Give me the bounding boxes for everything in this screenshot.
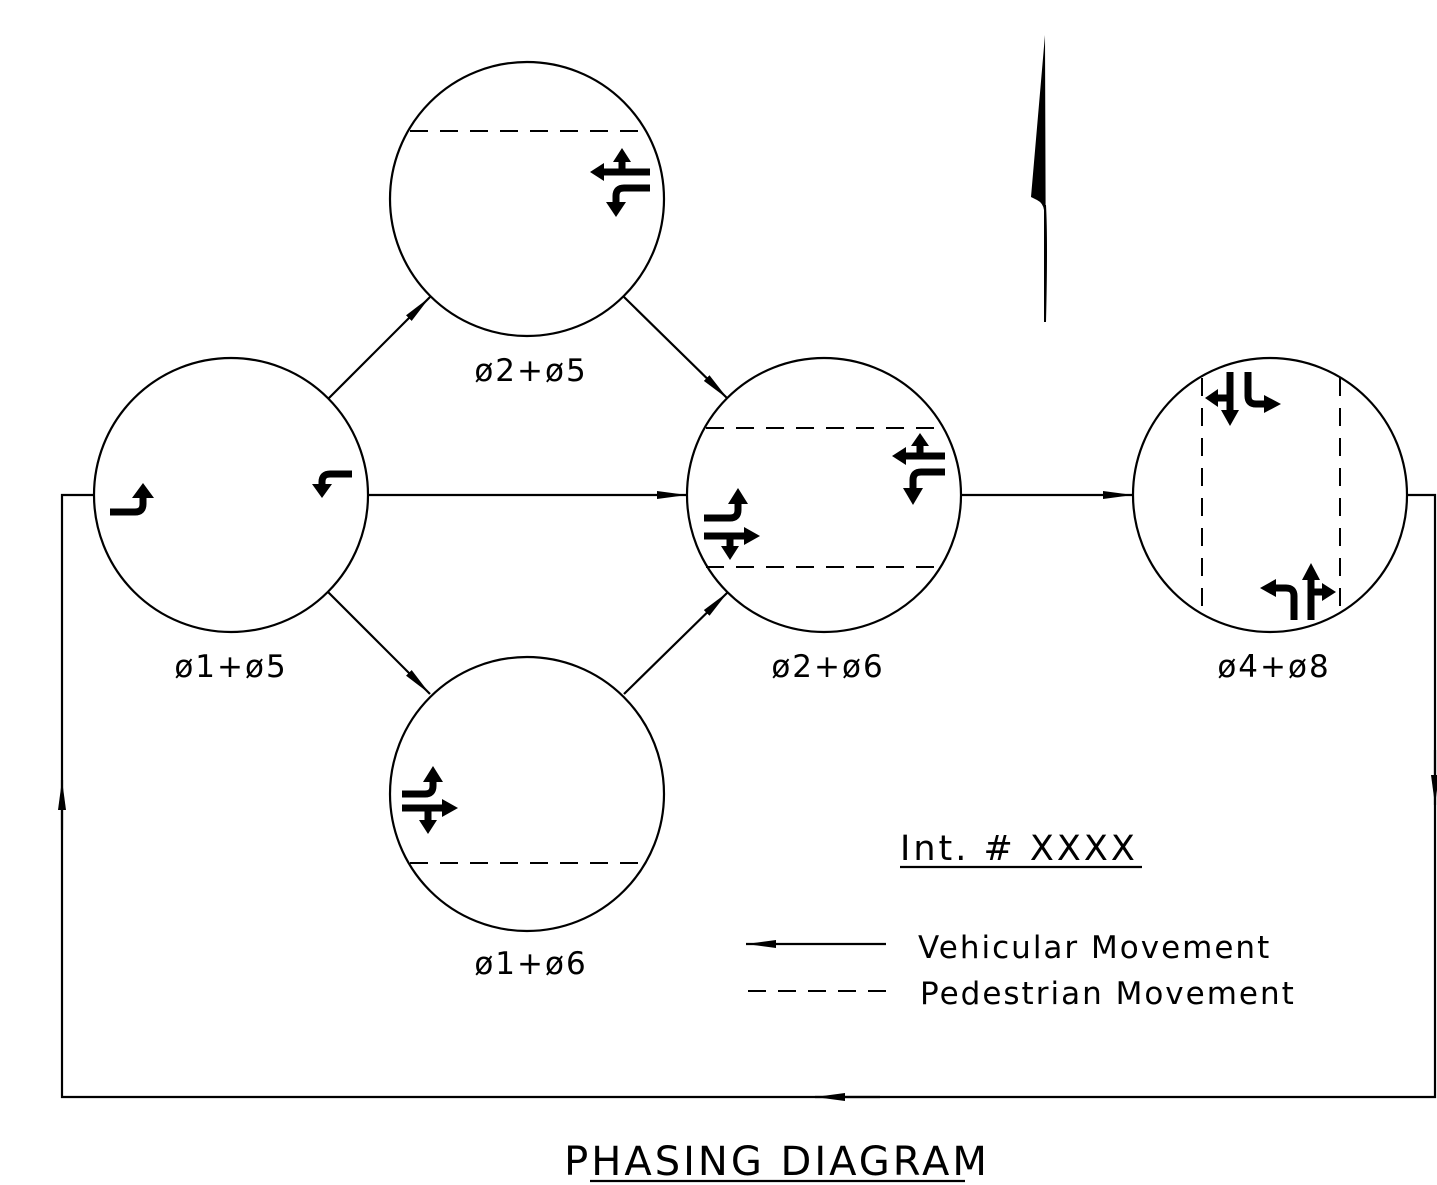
through-left-arrow-icon: [402, 766, 458, 834]
through-left-arrow-icon: [704, 488, 760, 560]
legend-vehicular-label: Vehicular Movement: [918, 930, 1271, 966]
north-arrow-icon: [1031, 35, 1047, 323]
phase-label: ø2+ø6: [771, 649, 884, 685]
legend-pedestrian: Pedestrian Movement: [748, 976, 1296, 1012]
phase-circle-2-5: [388, 60, 666, 338]
phase-label: ø4+ø8: [1217, 649, 1330, 685]
phase-circle-4-8: [1131, 356, 1409, 634]
diagram-title: PHASING DIAGRAM: [564, 1139, 990, 1185]
svg-text:Int. # XXXX: Int. # XXXX: [900, 829, 1138, 869]
phase-circle-1-5: [92, 356, 370, 634]
svg-text:PHASING DIAGRAM: PHASING DIAGRAM: [564, 1139, 990, 1185]
phase-label: ø2+ø5: [474, 353, 587, 389]
phase-circle-2-6: [685, 356, 963, 634]
left-turn-arrow-icon: [312, 470, 352, 498]
transition-arrows: [327, 296, 1133, 695]
left-turn-arrow-icon: [110, 483, 154, 516]
through-right-left-arrow-icon: [1205, 372, 1281, 426]
through-left-arrow-icon: [590, 148, 650, 217]
intersection-label: Int. # XXXX: [900, 829, 1142, 869]
phase-label: ø1+ø6: [474, 946, 587, 982]
phase-circle-1-6: [388, 655, 666, 933]
phase-label: ø1+ø5: [174, 649, 287, 685]
legend-pedestrian-label: Pedestrian Movement: [920, 976, 1296, 1012]
cycle-loop: [58, 493, 1437, 1101]
through-left-arrow-icon: [892, 433, 945, 505]
legend: Vehicular Movement Pedestrian Movement: [746, 930, 1296, 1012]
through-right-left-arrow-icon: [1260, 563, 1336, 620]
legend-vehicular: Vehicular Movement: [746, 930, 1271, 966]
